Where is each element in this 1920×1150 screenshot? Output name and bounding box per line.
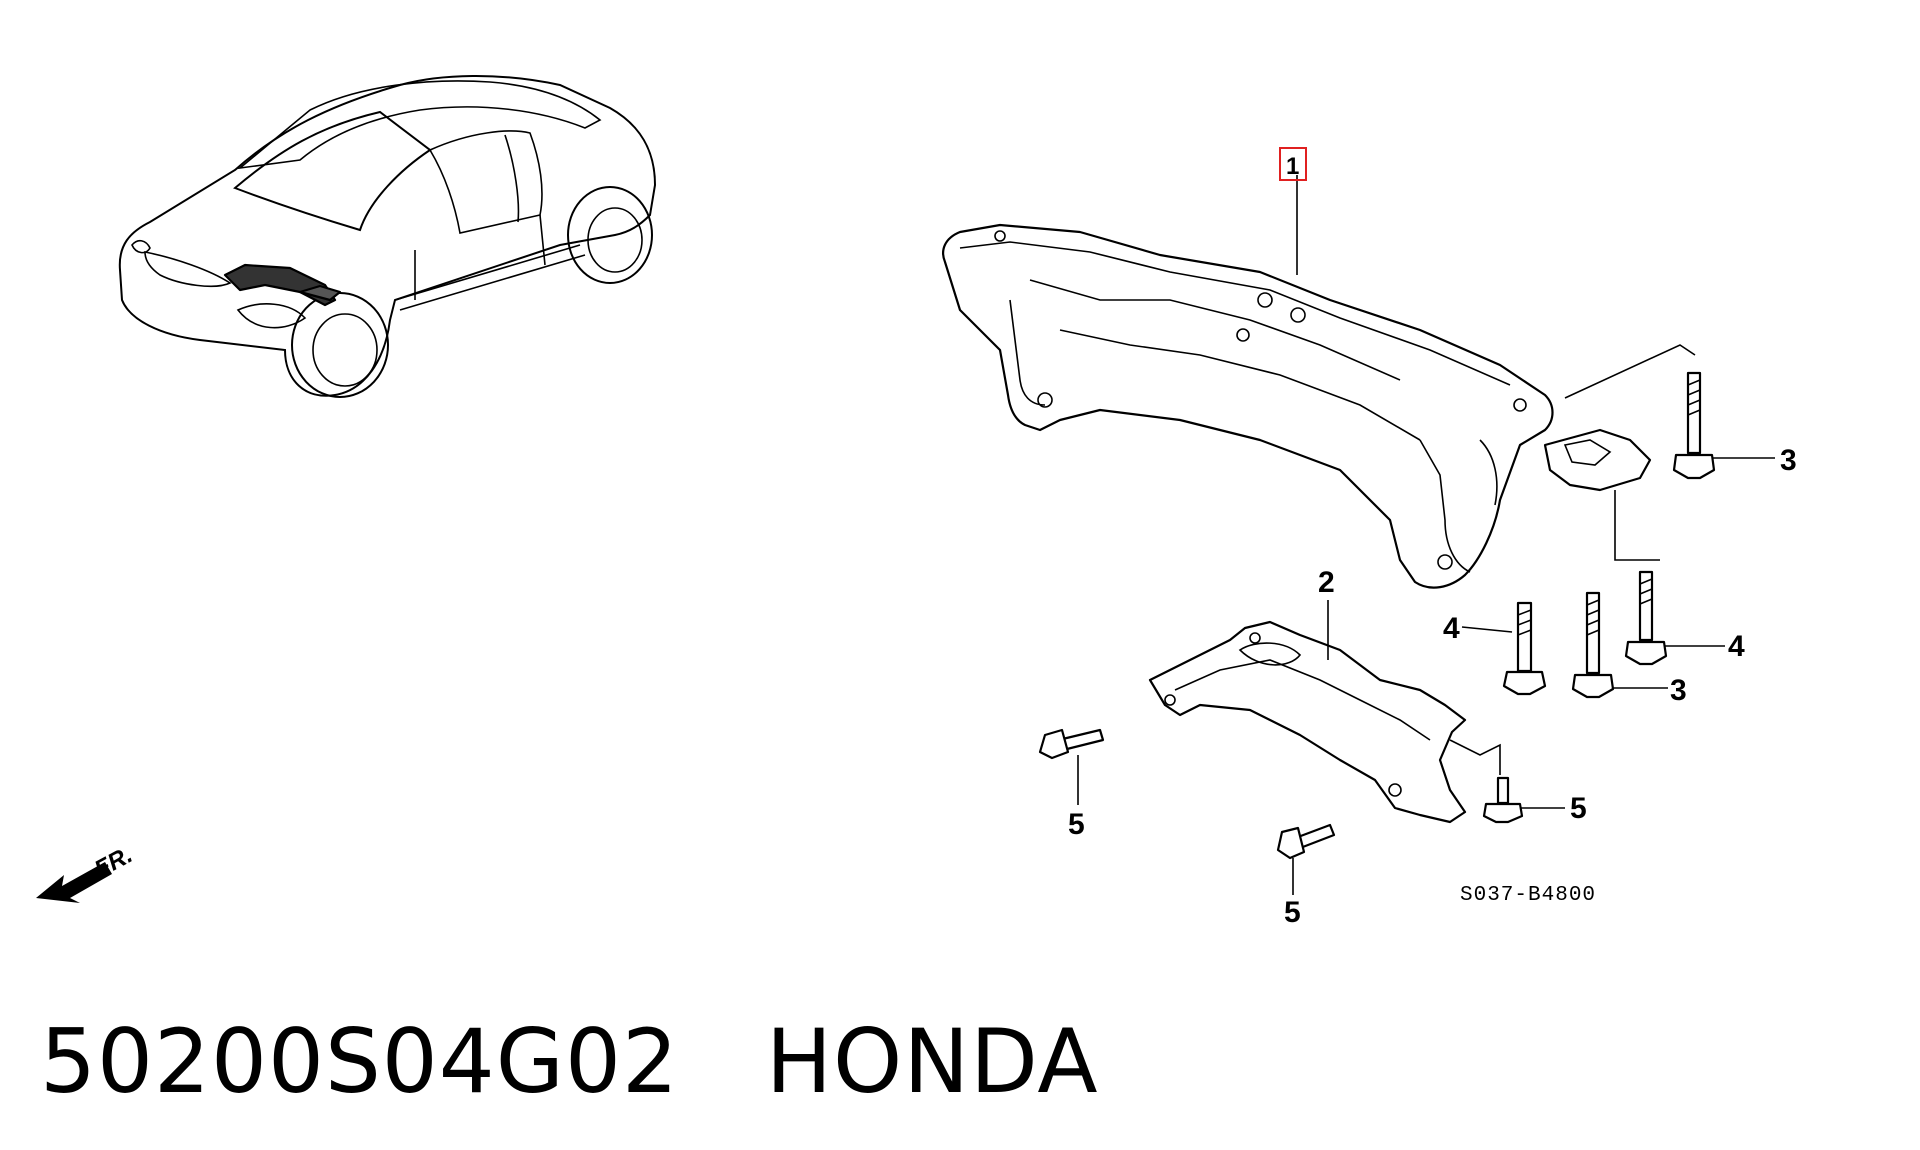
callout-2[interactable]: 2 — [1318, 566, 1335, 599]
part-number: 50200S04G02 — [40, 1010, 679, 1113]
bolt-3-upper — [1672, 371, 1716, 480]
callout-4-right[interactable]: 4 — [1728, 630, 1745, 663]
bolt-4-left — [1502, 601, 1547, 696]
car-overview-illustration — [118, 74, 657, 398]
front-subframe-part — [942, 223, 1652, 589]
brand-name: HONDA — [765, 1010, 1099, 1113]
bolt-3-lower — [1571, 591, 1615, 699]
diagram-code: S037-B4800 — [1460, 884, 1596, 907]
bolt-5-bottom — [1276, 823, 1336, 860]
lower-crossmember-part — [1148, 620, 1467, 824]
front-direction-arrow-icon — [36, 862, 112, 903]
footer-spacer — [679, 1010, 766, 1113]
part-number-footer: 50200S04G02 HONDA — [40, 1010, 1099, 1113]
callout-3-upper[interactable]: 3 — [1780, 444, 1797, 477]
bolt-5-right — [1482, 776, 1524, 824]
bolt-5-left — [1038, 728, 1105, 760]
callout-5-left[interactable]: 5 — [1068, 808, 1085, 841]
callout-1[interactable]: 1 — [1286, 153, 1299, 180]
callout-4-left[interactable]: 4 — [1443, 612, 1460, 645]
bolt-4-right — [1624, 570, 1668, 666]
callout-5-bottom[interactable]: 5 — [1284, 896, 1301, 929]
callout-5-right[interactable]: 5 — [1570, 792, 1587, 825]
callout-3-lower[interactable]: 3 — [1670, 674, 1687, 707]
callout-1-highlight-box — [1279, 147, 1307, 181]
leader-lines — [1077, 175, 1775, 895]
